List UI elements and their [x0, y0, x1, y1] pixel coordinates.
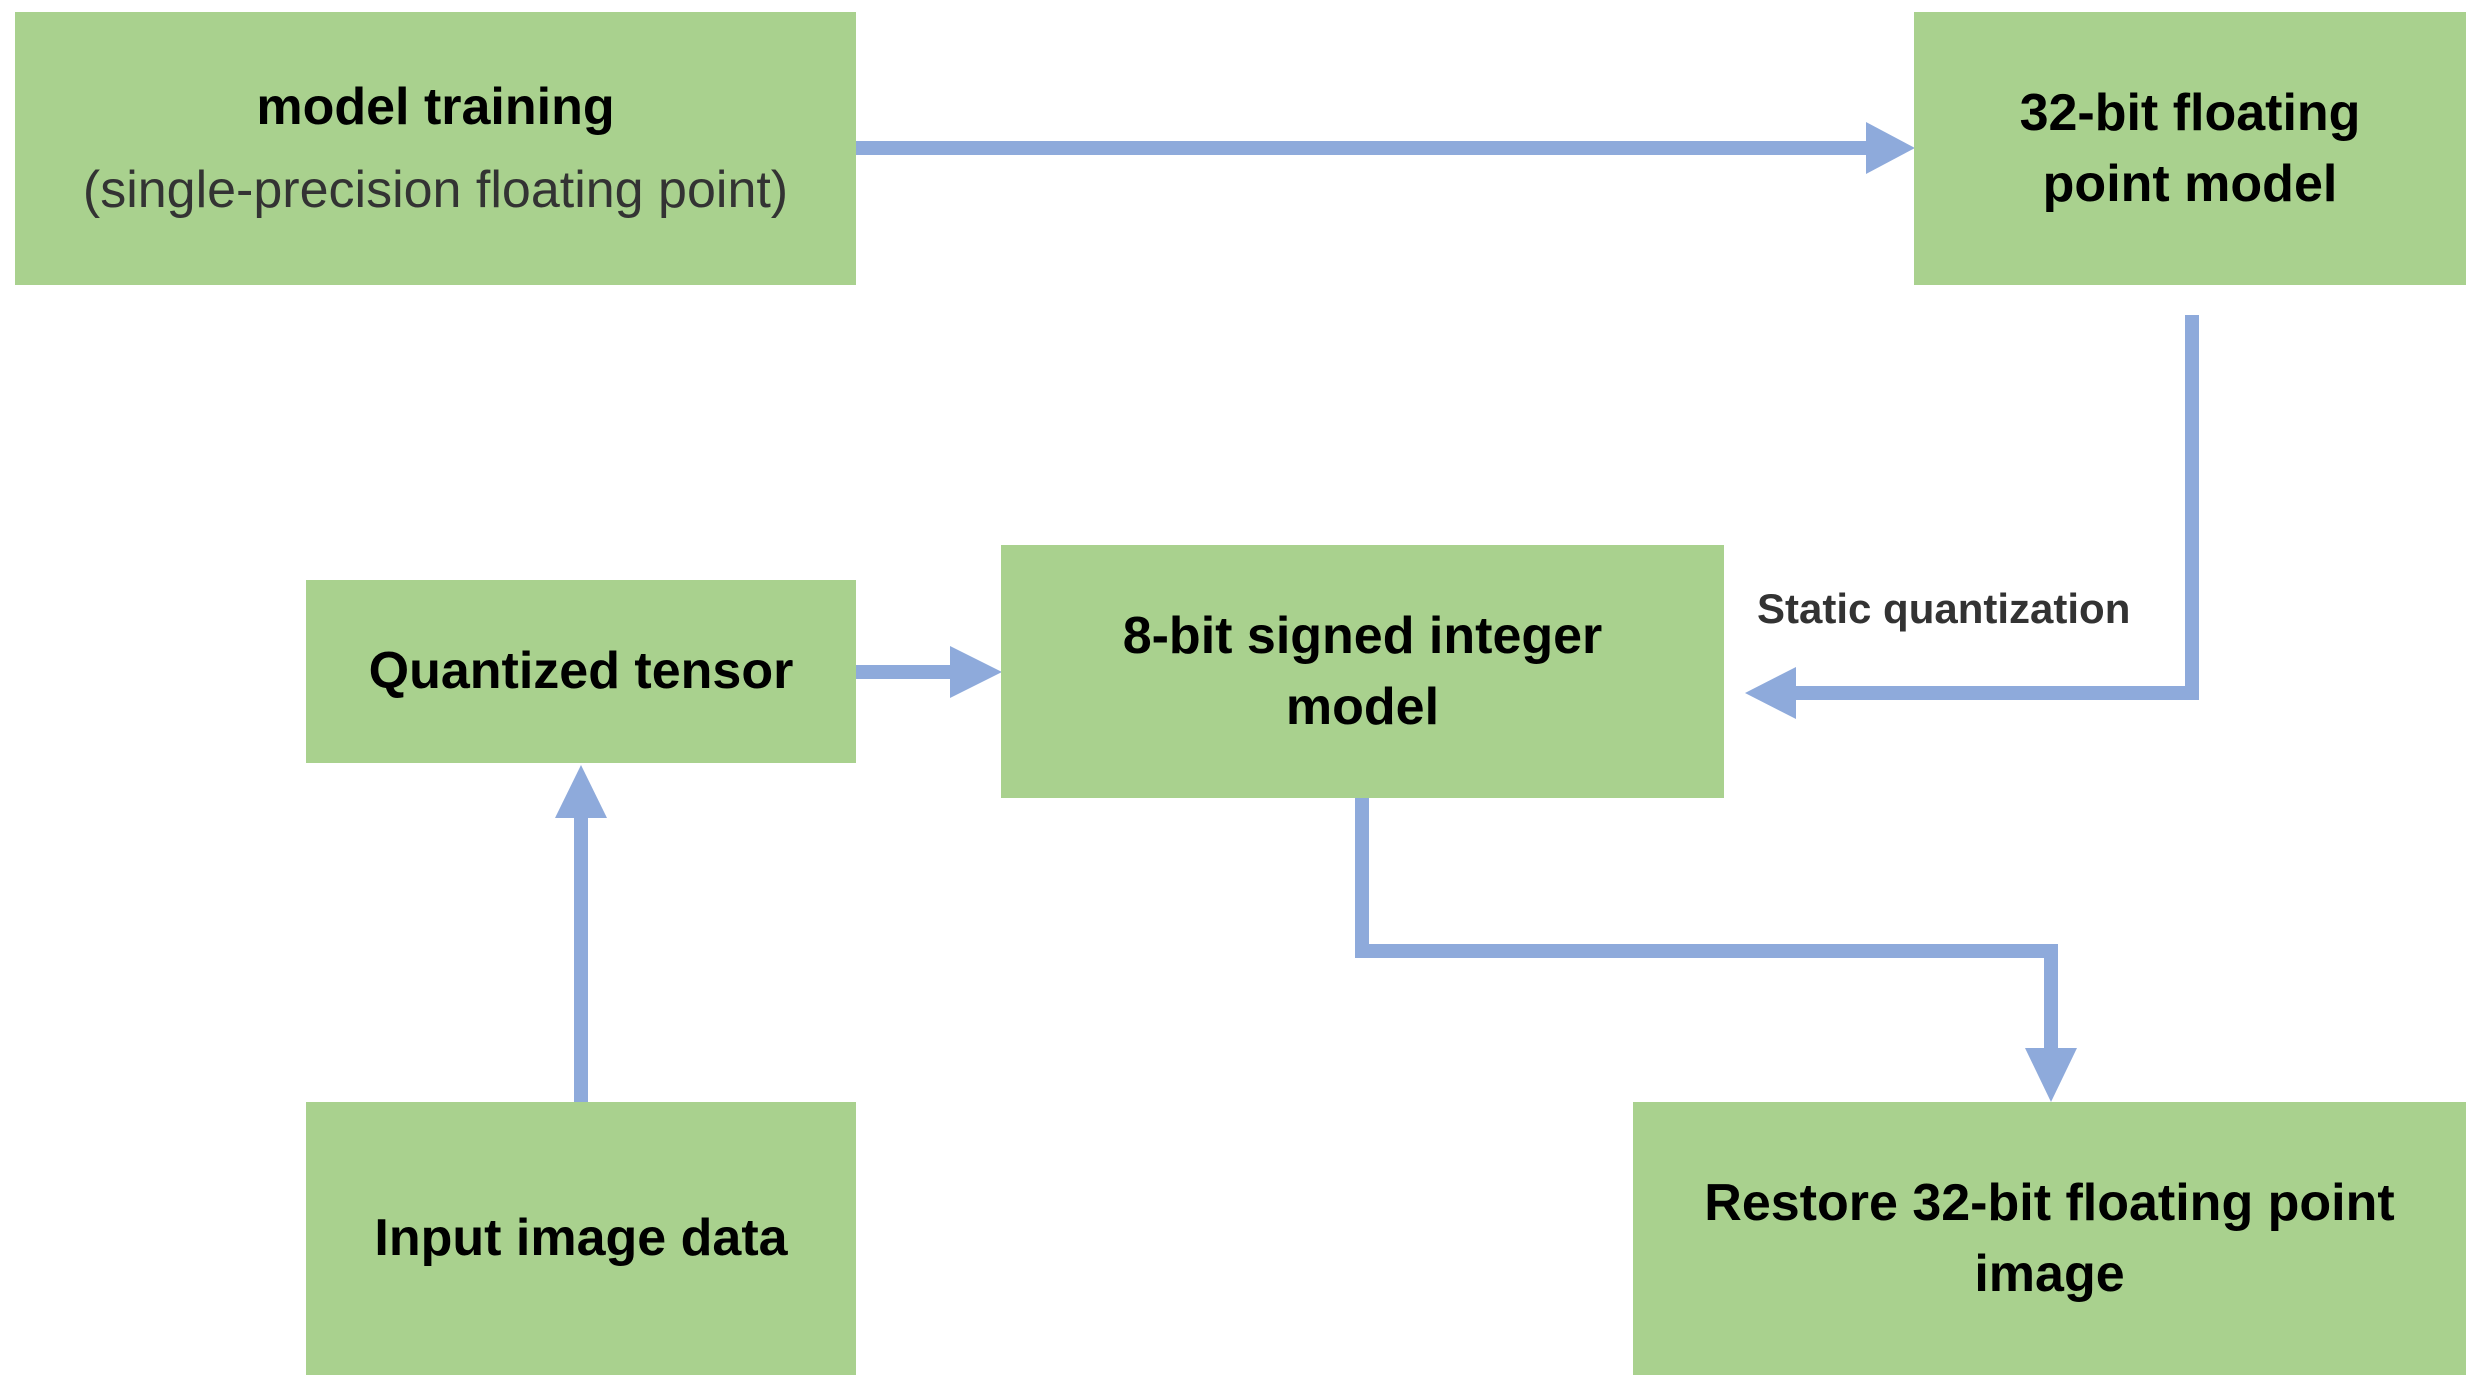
quantized-tensor-title: Quantized tensor	[368, 642, 794, 700]
arrowhead-tensor	[555, 765, 607, 818]
int8-model-line2: model	[1285, 677, 1440, 736]
model-training-box: model training (single-precision floatin…	[15, 12, 856, 285]
restore-image-line1: Restore 32-bit floating point	[1704, 1173, 2395, 1232]
arrowhead-int8-right	[1745, 667, 1796, 719]
restore-image-line2: image	[1974, 1244, 2125, 1303]
model-training-subtitle: (single-precision floating point)	[82, 160, 789, 219]
arrowhead-int8-left	[950, 646, 1002, 698]
fp32-model-box: 32-bit floating point model	[1914, 12, 2466, 285]
arrowhead-fp32	[1866, 122, 1915, 174]
int8-model-line1: 8-bit signed integer	[1122, 606, 1603, 665]
quantized-tensor-box: Quantized tensor	[306, 580, 856, 763]
static-quantization-label: Static quantization	[1757, 585, 2131, 632]
fp32-model-line2: point model	[2042, 154, 2338, 213]
int8-model-box: 8-bit signed integer model	[1001, 545, 1724, 798]
fp32-model-line1: 32-bit floating	[2019, 83, 2361, 142]
input-image-box: Input image data	[306, 1102, 856, 1375]
arrow-int8-to-restore	[1355, 797, 2058, 1052]
model-training-title: model training	[256, 77, 615, 136]
input-image-title: Input image data	[374, 1209, 788, 1267]
arrowhead-restore	[2025, 1048, 2077, 1102]
restore-image-box: Restore 32-bit floating point image	[1633, 1102, 2466, 1375]
arrow-fp32-to-int8	[1790, 315, 2199, 700]
